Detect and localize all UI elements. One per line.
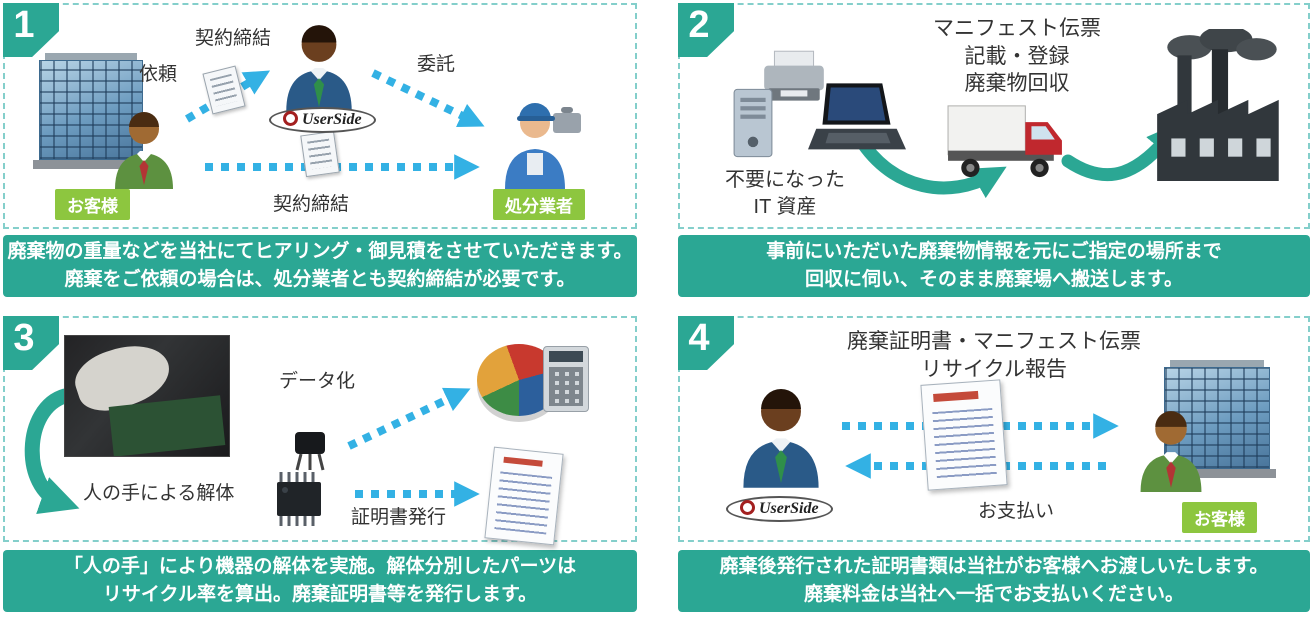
customer-tag: お客様: [55, 189, 130, 220]
step-3-caption: 「人の手」により機器の解体を実施。解体分別したパーツは リサイクル率を算出。廃棄…: [3, 550, 637, 612]
manual-dismantling-photo: [65, 336, 229, 456]
userside-logo: UserSide: [269, 107, 376, 133]
header-line: リサイクル報告: [921, 357, 1067, 381]
caption-line: 廃棄後発行された証明書類は当社がお客様へお渡しいたします。: [719, 555, 1269, 577]
step-4-panel: 4 廃棄証明書・マニフェスト伝票 リサイクル報告 UserSide お支払い お…: [678, 316, 1310, 612]
calculator-icon: [543, 346, 589, 412]
customer-tag: お客様: [1182, 502, 1257, 533]
step-4-header: 廃棄証明書・マニフェスト伝票 リサイクル報告: [744, 328, 1244, 383]
header-line: 廃棄物回収: [964, 72, 1070, 96]
server-tower-icon: [733, 88, 773, 158]
header-line: 廃棄証明書・マニフェスト伝票: [847, 330, 1141, 353]
collection-truck-icon: [947, 105, 1062, 178]
request-label: 依頼: [139, 64, 178, 85]
digitize-label: データ化: [279, 371, 356, 392]
entrust-label: 委託: [417, 54, 456, 75]
customer-person-icon: [115, 112, 173, 189]
step-3-badge: 3: [3, 316, 59, 370]
userside-logo: UserSide: [726, 496, 833, 522]
manifest-certificate-icon: [920, 379, 1008, 491]
manual-dismantling-label: 人の手による解体: [83, 483, 235, 504]
certificate-issue-label: 証明書発行: [351, 507, 447, 528]
customer-person-icon: [1140, 411, 1202, 492]
header-line: 記載・登録: [964, 44, 1070, 68]
step-4-caption: 廃棄後発行された証明書類は当社がお客様へお渡しいたします。 廃棄料金は当社へ一括…: [678, 550, 1310, 612]
caption-line: 廃棄物の重量などを当社にてヒアリング・御見積をさせていただきます。: [7, 240, 633, 262]
payment-label: お支払い: [978, 501, 1055, 522]
step-number: 1: [13, 3, 35, 46]
step-1-caption: 廃棄物の重量などを当社にてヒアリング・御見積をさせていただきます。 廃棄をご依頼…: [3, 235, 637, 297]
disposal-company-tag: 処分業者: [493, 189, 585, 220]
customer-building-icon: [33, 53, 149, 169]
circuit-board: [108, 395, 225, 456]
step-2-caption: 事前にいただいた廃棄物情報を元にご指定の場所まで 回収に伺い、そのまま廃棄場へ搬…: [678, 235, 1310, 297]
disposal-worker-icon: [505, 103, 581, 189]
it-assets-line2: IT 資産: [753, 196, 817, 218]
printer-icon: [764, 50, 824, 101]
electronic-parts-icon: [277, 432, 325, 526]
header-line: マニフェスト伝票: [933, 17, 1101, 40]
it-assets-label: 不要になった IT 資産: [690, 167, 880, 221]
caption-line: リサイクル率を算出。廃棄証明書等を発行します。: [102, 583, 538, 605]
caption-line: 廃棄料金は当社へ一括でお支払いください。: [803, 583, 1184, 605]
step-2-panel: 2 マニフェスト伝票 記載・登録 廃棄物回収 不要になった I: [678, 3, 1310, 297]
contract-top-label: 契約締結: [195, 28, 272, 49]
userside-staff-icon: [286, 25, 352, 111]
caption-line: 回収に伺い、そのまま廃棄場へ搬送します。: [804, 268, 1184, 290]
waste-plant-factory-icon: [1157, 29, 1279, 181]
step-3-panel: 3 データ化 人の手による解体 証明書発行: [3, 316, 637, 612]
userside-staff-icon: [743, 389, 819, 488]
step-number: 3: [13, 316, 35, 359]
it-assets-line1: 不要になった: [725, 169, 845, 191]
step-number: 4: [688, 316, 710, 359]
disposal-certificate-icon: [484, 446, 564, 546]
caption-line: 事前にいただいた廃棄物情報を元にご指定の場所まで: [766, 240, 1222, 262]
contract-document-icon: [300, 130, 340, 178]
step-2-header: マニフェスト伝票 記載・登録 廃棄物回収: [882, 15, 1152, 98]
caption-line: 廃棄をご依頼の場合は、処分業者とも契約締結が必要です。: [64, 268, 576, 290]
caption-line: 「人の手」により機器の解体を実施。解体分別したパーツは: [63, 555, 577, 577]
step-number: 2: [688, 3, 710, 46]
step-1-panel: 1 お客様 UserSide 処分業者: [3, 3, 637, 297]
contract-bottom-label: 契約締結: [273, 194, 350, 215]
